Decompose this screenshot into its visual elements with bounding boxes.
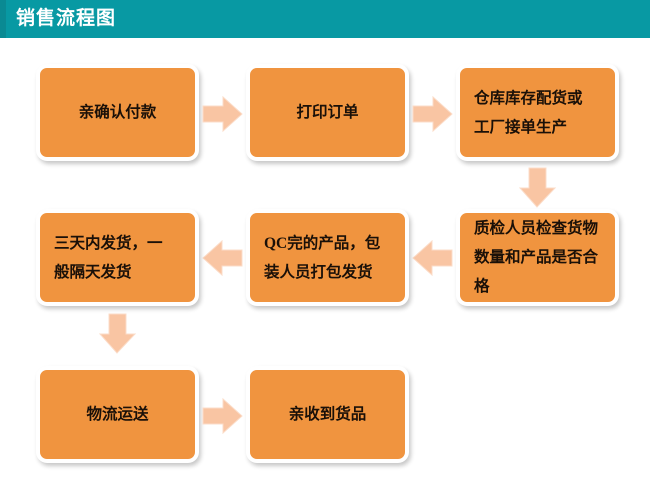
flow-node-label: 三天内发货，一 般隔天发货 [54,234,163,281]
flow-node-label: 打印订单 [296,104,359,121]
flow-node-confirm-payment[interactable]: 亲确认付款 [36,64,199,161]
flow-node-logistics[interactable]: 物流运送 [36,366,199,463]
flow-node-ship-within-three-days[interactable]: 三天内发货，一 般隔天发货 [36,209,199,306]
flow-arrow-right-3 [202,397,243,435]
flow-arrow-right-1 [202,95,243,133]
flow-node-label: 仓库库存配货或 工厂接单生产 [474,89,583,136]
flow-node-label: 质检人员检查货物 数量和产品是否合 格 [474,220,599,295]
flow-node-warehouse-or-factory[interactable]: 仓库库存配货或 工厂接单生产 [456,64,619,161]
flow-node-print-order[interactable]: 打印订单 [246,64,409,161]
flow-arrow-down-2 [98,313,137,354]
flow-arrow-left-2 [202,239,243,277]
flow-arrow-down-1 [518,167,557,208]
title-bar: 销售流程图 [0,0,650,38]
title-bar-accent-edge [0,0,6,38]
flow-node-label: QC完的产品，包 装人员打包发货 [264,234,381,281]
page-title: 销售流程图 [16,8,117,29]
flow-node-label: 物流运送 [86,406,149,423]
flow-node-label: 亲确认付款 [78,104,157,121]
flow-node-customer-received[interactable]: 亲收到货品 [246,366,409,463]
flow-arrow-right-2 [412,95,453,133]
flow-node-quality-inspection[interactable]: 质检人员检查货物 数量和产品是否合 格 [456,209,619,306]
flow-node-qc-packing[interactable]: QC完的产品，包 装人员打包发货 [246,209,409,306]
flow-node-label: 亲收到货品 [288,406,367,423]
flow-arrow-left-1 [412,239,453,277]
